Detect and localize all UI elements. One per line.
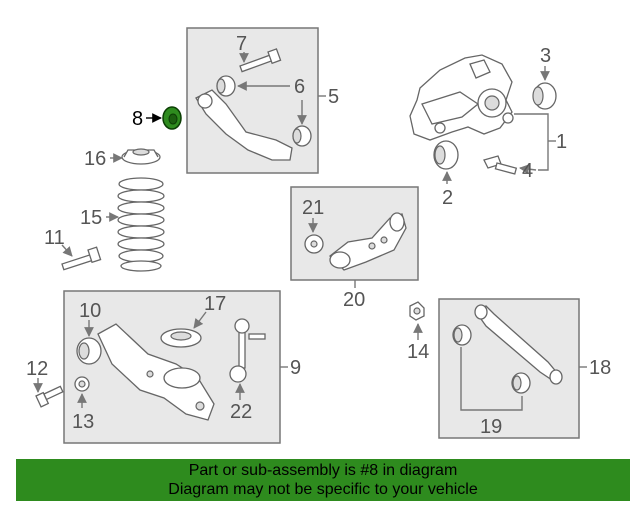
lower-arm-9-part xyxy=(97,323,215,421)
nut-14-part xyxy=(409,301,425,321)
callout-14: 14 xyxy=(407,341,429,363)
callout-7: 7 xyxy=(236,33,247,55)
callout-11: 11 xyxy=(44,227,65,249)
callout-6: 6 xyxy=(294,76,305,98)
callout-2: 2 xyxy=(442,187,453,209)
info-banner: Part or sub-assembly is #8 in diagram Di… xyxy=(16,459,630,501)
callout-19: 19 xyxy=(480,416,502,438)
bushing-19a-part xyxy=(452,324,472,346)
upper-arm-part xyxy=(195,75,312,161)
callout-10: 10 xyxy=(79,300,101,322)
callout-1: 1 xyxy=(556,131,567,153)
callout-9: 9 xyxy=(290,357,301,379)
callout-4: 4 xyxy=(522,160,533,182)
bushing-10-part xyxy=(76,337,102,365)
leader-1 xyxy=(514,113,549,171)
bushing-19b-part xyxy=(511,372,531,394)
callout-12: 12 xyxy=(26,358,48,380)
bushing-2-part xyxy=(433,140,459,170)
bolt-11-part xyxy=(61,246,102,271)
knuckle-part xyxy=(409,54,514,141)
bushing-21-part xyxy=(304,234,324,254)
callout-20: 20 xyxy=(343,289,365,311)
bolt-12-part xyxy=(35,385,64,408)
leader-11 xyxy=(61,244,73,257)
callout-16: 16 xyxy=(84,148,106,170)
coil-spring-15-part xyxy=(117,177,165,272)
part-8-highlighted xyxy=(162,106,182,130)
bolt-7-part xyxy=(239,48,282,73)
leader-4 xyxy=(519,164,537,174)
bushing-3-part xyxy=(532,82,557,110)
leader-19 xyxy=(460,347,523,411)
callout-13: 13 xyxy=(72,411,94,433)
callout-8: 8 xyxy=(132,108,143,130)
spring-seat-17-part xyxy=(160,328,202,348)
spring-seat-16-part xyxy=(121,148,161,165)
callout-15: 15 xyxy=(80,207,102,229)
callout-22: 22 xyxy=(230,401,252,423)
banner-line-1: Part or sub-assembly is #8 in diagram xyxy=(188,462,458,479)
callout-3: 3 xyxy=(540,45,551,67)
stabilizer-link-22-part xyxy=(229,318,266,383)
leader-17 xyxy=(193,311,207,329)
arm-18-part xyxy=(474,304,563,385)
group-box-18 xyxy=(438,298,580,439)
callout-18: 18 xyxy=(589,357,611,379)
callout-17: 17 xyxy=(204,293,226,315)
bushing-13-part xyxy=(74,376,90,392)
lateral-arm-20-part xyxy=(329,212,407,271)
banner-line-2: Diagram may not be specific to your vehi… xyxy=(168,481,478,498)
callout-21: 21 xyxy=(302,197,324,219)
callout-5: 5 xyxy=(328,86,339,108)
bolt-4-part xyxy=(483,155,518,175)
